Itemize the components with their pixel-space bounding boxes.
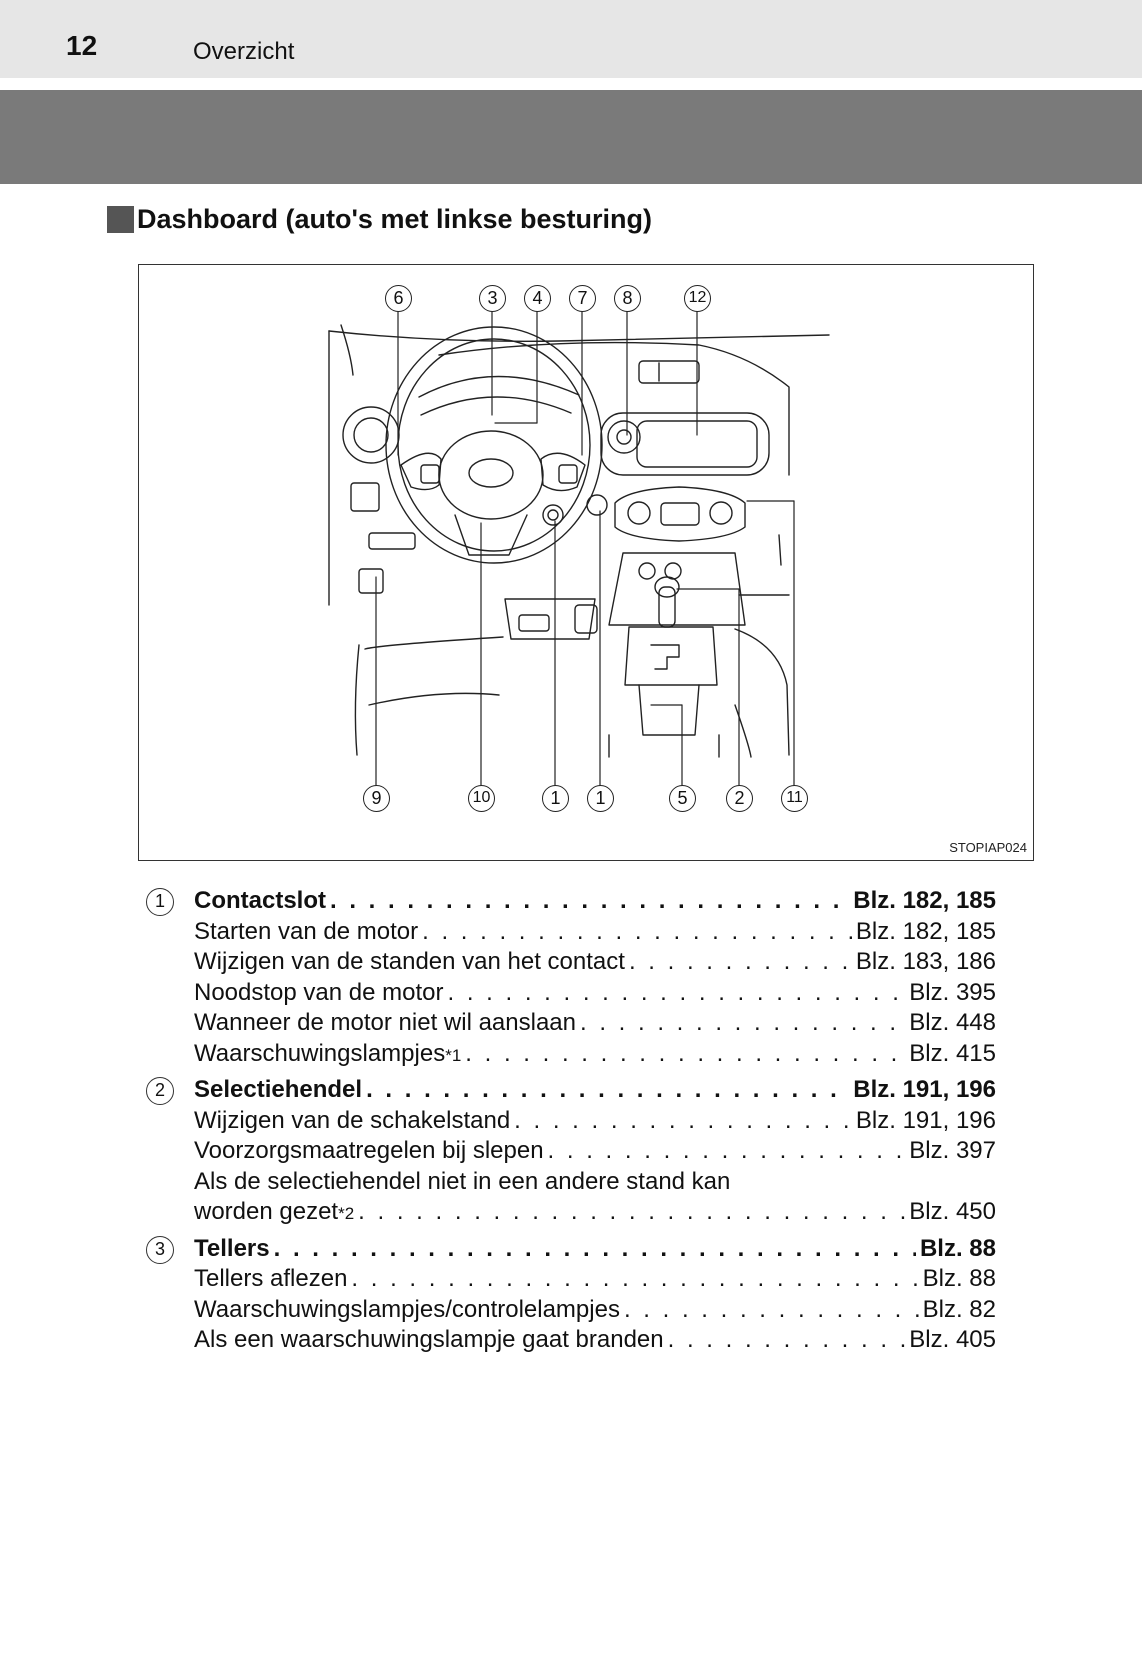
page-ref: Blz. 82 [922, 1295, 996, 1323]
page-ref: Blz. 182, 185 [855, 917, 996, 945]
sub-item: Wanneer de motor niet wil aanslaan Blz. … [194, 1008, 996, 1039]
heading-square-icon [107, 206, 134, 233]
header-bar [0, 0, 1142, 78]
dot-leader [274, 1234, 916, 1265]
dot-leader [330, 886, 849, 917]
sub-item-text: worden gezet [194, 1198, 339, 1225]
sub-item: Waarschuwingslampjes/controlelampjes Blz… [194, 1295, 996, 1326]
page-ref: Blz. 450 [909, 1198, 996, 1225]
sub-item-text: Wijzigen van de standen van het contact [194, 948, 625, 975]
page-ref: Blz. 88 [922, 1265, 996, 1292]
sub-item-text: Voorzorgsmaatregelen bij slepen [194, 1137, 544, 1164]
page-ref: Blz. 415 [909, 1039, 996, 1067]
dot-leader [624, 1295, 919, 1326]
sub-item: Als de selectiehendel niet in een andere… [194, 1167, 996, 1198]
callout-1b: 1 [587, 785, 614, 812]
dot-leader [514, 1106, 852, 1137]
dot-leader [629, 947, 852, 978]
sub-item: Wijzigen van de standen van het contact … [194, 947, 996, 978]
entry-title: Selectiehendel [194, 1076, 363, 1103]
dot-leader [668, 1325, 906, 1356]
callout-4: 4 [524, 285, 551, 312]
sub-item: Voorzorgsmaatregelen bij slepen Blz. 397 [194, 1136, 996, 1167]
sub-item: worden gezet*2 Blz. 450 [194, 1197, 996, 1228]
entry-selectiehendel: 2 Selectiehendel Blz. 191, 196 Wijzigen … [146, 1075, 996, 1228]
entry-number: 3 [146, 1235, 174, 1264]
section-title: Overzicht [193, 38, 295, 65]
page-ref: Blz. 191, 196 [853, 1076, 996, 1103]
callout-8: 8 [614, 285, 641, 312]
sub-item-text: Starten van de motor [194, 917, 419, 945]
sub-item-text: Tellers aflezen [194, 1265, 348, 1292]
page-ref: Blz. 405 [909, 1326, 996, 1353]
sub-item: Waarschuwingslampjes*1 Blz. 415 [194, 1039, 996, 1070]
dot-leader [422, 917, 852, 948]
dot-leader [447, 978, 905, 1009]
callout-12: 12 [684, 285, 711, 312]
callout-2: 2 [726, 785, 753, 812]
heading-text: Dashboard (auto's met linkse besturing) [137, 204, 653, 234]
page-ref: Blz. 397 [909, 1137, 996, 1164]
sub-item: Tellers aflezen Blz. 88 [194, 1264, 996, 1295]
header-band [0, 90, 1142, 184]
sub-item-text: Wijzigen van de schakelstand [194, 1106, 511, 1134]
entry-number: 2 [146, 1077, 174, 1105]
entry-title-line: Contactslot Blz. 182, 185 [194, 886, 996, 917]
dashboard-figure: 6 3 4 7 8 12 9 10 1 1 5 2 11 STOPIAP024 [138, 264, 1034, 861]
dot-leader [366, 1075, 849, 1106]
entry-tellers: 3 Tellers Blz. 88 Tellers aflezen Blz. 8… [146, 1234, 996, 1356]
entry-title: Contactslot [194, 887, 326, 914]
page-ref: Blz. 183, 186 [855, 948, 996, 975]
page-ref: Blz. 182, 185 [853, 887, 996, 914]
page-ref: Blz. 448 [909, 1009, 996, 1036]
callout-11: 11 [781, 785, 808, 812]
sub-item-text: Waarschuwingslampjes/controlelampjes [194, 1295, 620, 1323]
callout-7: 7 [569, 285, 596, 312]
sub-item-text: Noodstop van de motor [194, 978, 444, 1006]
callout-10: 10 [468, 785, 495, 812]
callout-6: 6 [385, 285, 412, 312]
dot-leader [358, 1197, 905, 1228]
entry-number: 1 [146, 888, 174, 916]
entry-list: 1 Contactslot Blz. 182, 185 Starten van … [146, 886, 996, 1362]
page-ref: Blz. 191, 196 [855, 1106, 996, 1134]
sub-item: Noodstop van de motor Blz. 395 [194, 978, 996, 1009]
callout-1a: 1 [542, 785, 569, 812]
callout-3: 3 [479, 285, 506, 312]
sub-item: Wijzigen van de schakelstand Blz. 191, 1… [194, 1106, 996, 1137]
sub-item-text: Wanneer de motor niet wil aanslaan [194, 1009, 576, 1036]
page-ref: Blz. 88 [919, 1234, 996, 1262]
dot-leader [351, 1264, 918, 1295]
sub-item: Als een waarschuwingslampje gaat branden… [194, 1325, 996, 1356]
entry-title-line: Selectiehendel Blz. 191, 196 [194, 1075, 996, 1106]
sub-item: Starten van de motor Blz. 182, 185 [194, 917, 996, 948]
entry-title-line: Tellers Blz. 88 [194, 1234, 996, 1265]
dot-leader [580, 1008, 905, 1039]
dashboard-illustration [328, 298, 830, 786]
sub-item-text: Als de selectiehendel niet in een andere… [194, 1167, 731, 1195]
callout-5: 5 [669, 785, 696, 812]
sub-item-text: Waarschuwingslampjes [194, 1039, 446, 1067]
callout-9: 9 [363, 785, 390, 812]
entry-title: Tellers [194, 1234, 270, 1262]
entry-contactslot: 1 Contactslot Blz. 182, 185 Starten van … [146, 886, 996, 1069]
dot-leader [548, 1136, 906, 1167]
dot-leader [465, 1039, 905, 1070]
sub-item-text: Als een waarschuwingslampje gaat branden [194, 1326, 664, 1353]
page-number: 12 [66, 30, 98, 61]
figure-code: STOPIAP024 [949, 840, 1027, 855]
section-heading: Dashboard (auto's met linkse besturing) [107, 204, 652, 235]
page-ref: Blz. 395 [909, 978, 996, 1006]
